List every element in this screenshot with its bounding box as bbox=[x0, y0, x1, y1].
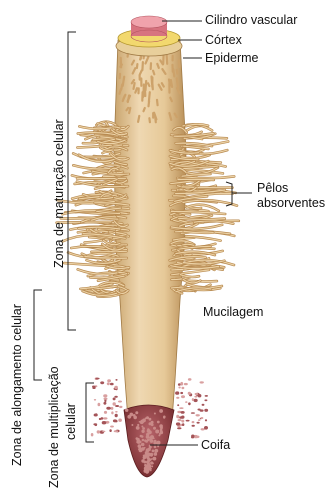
zone-maturacao-label: Zona de maturação celular bbox=[52, 119, 66, 268]
label-coifa: Coifa bbox=[201, 438, 230, 452]
label-absorventes: absorventes bbox=[257, 196, 325, 210]
bracket-alongamento bbox=[34, 290, 42, 380]
label-pelos: Pêlos bbox=[257, 181, 288, 195]
label-cilindro-vascular: Cilindro vascular bbox=[205, 13, 297, 27]
zone-multiplicacao-label-2: celular bbox=[64, 403, 78, 440]
label-epiderme: Epiderme bbox=[205, 51, 259, 65]
label-mucilagem: Mucilagem bbox=[203, 305, 263, 319]
vascular-cylinder-top bbox=[131, 16, 167, 28]
bracket-maturacao bbox=[68, 32, 76, 330]
label-cortex: Córtex bbox=[205, 33, 242, 47]
bracket-multiplicacao bbox=[86, 383, 94, 442]
zone-multiplicacao-label-1: Zona de multiplicação bbox=[47, 366, 61, 488]
zone-alongamento-label: Zona de alongamento celular bbox=[10, 304, 24, 466]
